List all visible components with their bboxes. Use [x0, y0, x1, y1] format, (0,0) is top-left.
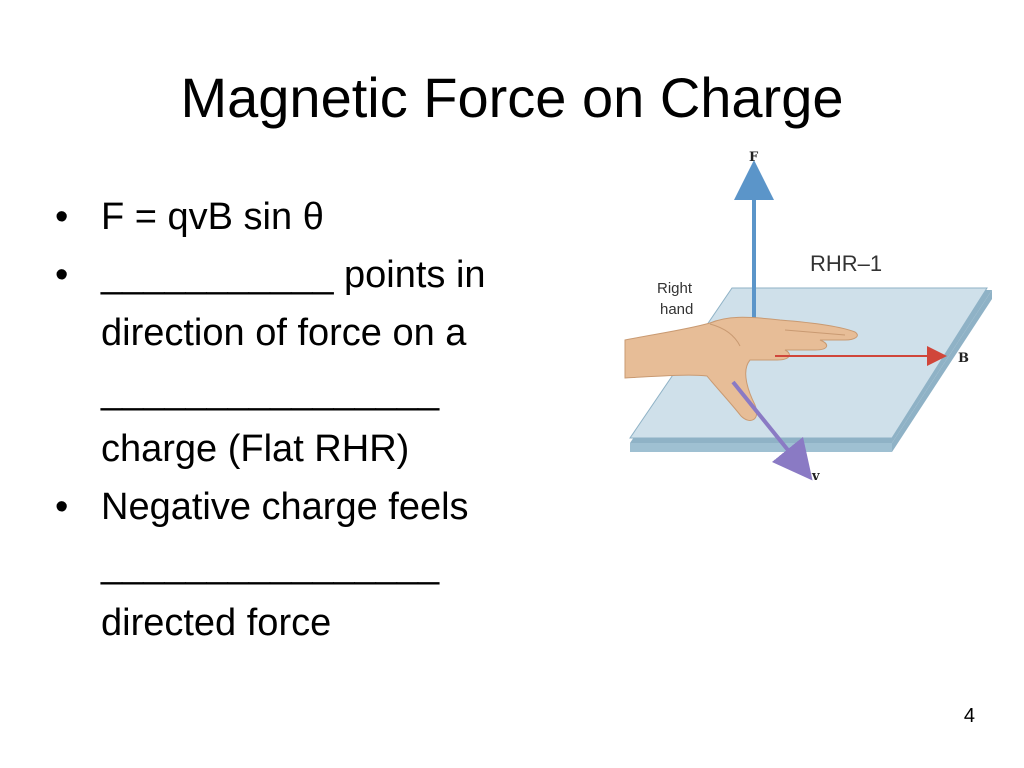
bullet-text: direction of force on a [101, 312, 467, 354]
force-label: F [749, 150, 759, 165]
rhr-label: RHR–1 [810, 251, 882, 276]
page-number: 4 [963, 705, 975, 727]
bullet-dot-icon: • [55, 254, 69, 296]
right-hand-label-line2: hand [660, 301, 693, 318]
velocity-arrow [731, 380, 813, 481]
bullet-dot-icon: • [55, 486, 69, 528]
slide-title: Magnetic Force on Charge [180, 66, 844, 129]
bullet-text: directed force [101, 602, 332, 644]
bullet-text: ________________ [101, 370, 440, 412]
bullet-list: • F = qvB sin θ • ___________ points in … [55, 188, 615, 652]
bullet-dot-icon: • [55, 196, 69, 238]
bullet-text: ___________ points in [101, 254, 486, 296]
bullet-text: charge (Flat RHR) [101, 428, 410, 470]
right-hand-icon [624, 316, 858, 421]
right-hand-label-line1: Right [657, 280, 693, 297]
rhr-diagram: F B v RHR–1 Right hand [624, 150, 992, 484]
bullet-text: ________________ [101, 544, 440, 586]
bullet-item-formula: • F = qvB sin θ [55, 188, 615, 246]
magnetic-field-label: B [958, 351, 969, 366]
bullet-text: F = qvB sin θ [101, 196, 324, 238]
bullet-text: Negative charge feels [101, 486, 469, 528]
bullet-item-rhr: • ___________ points in direction of for… [55, 246, 615, 478]
rhr-figure: F B v RHR–1 Right hand [615, 140, 995, 485]
velocity-label: v [811, 469, 820, 484]
bullet-item-negative: • Negative charge feels ________________… [55, 478, 615, 652]
